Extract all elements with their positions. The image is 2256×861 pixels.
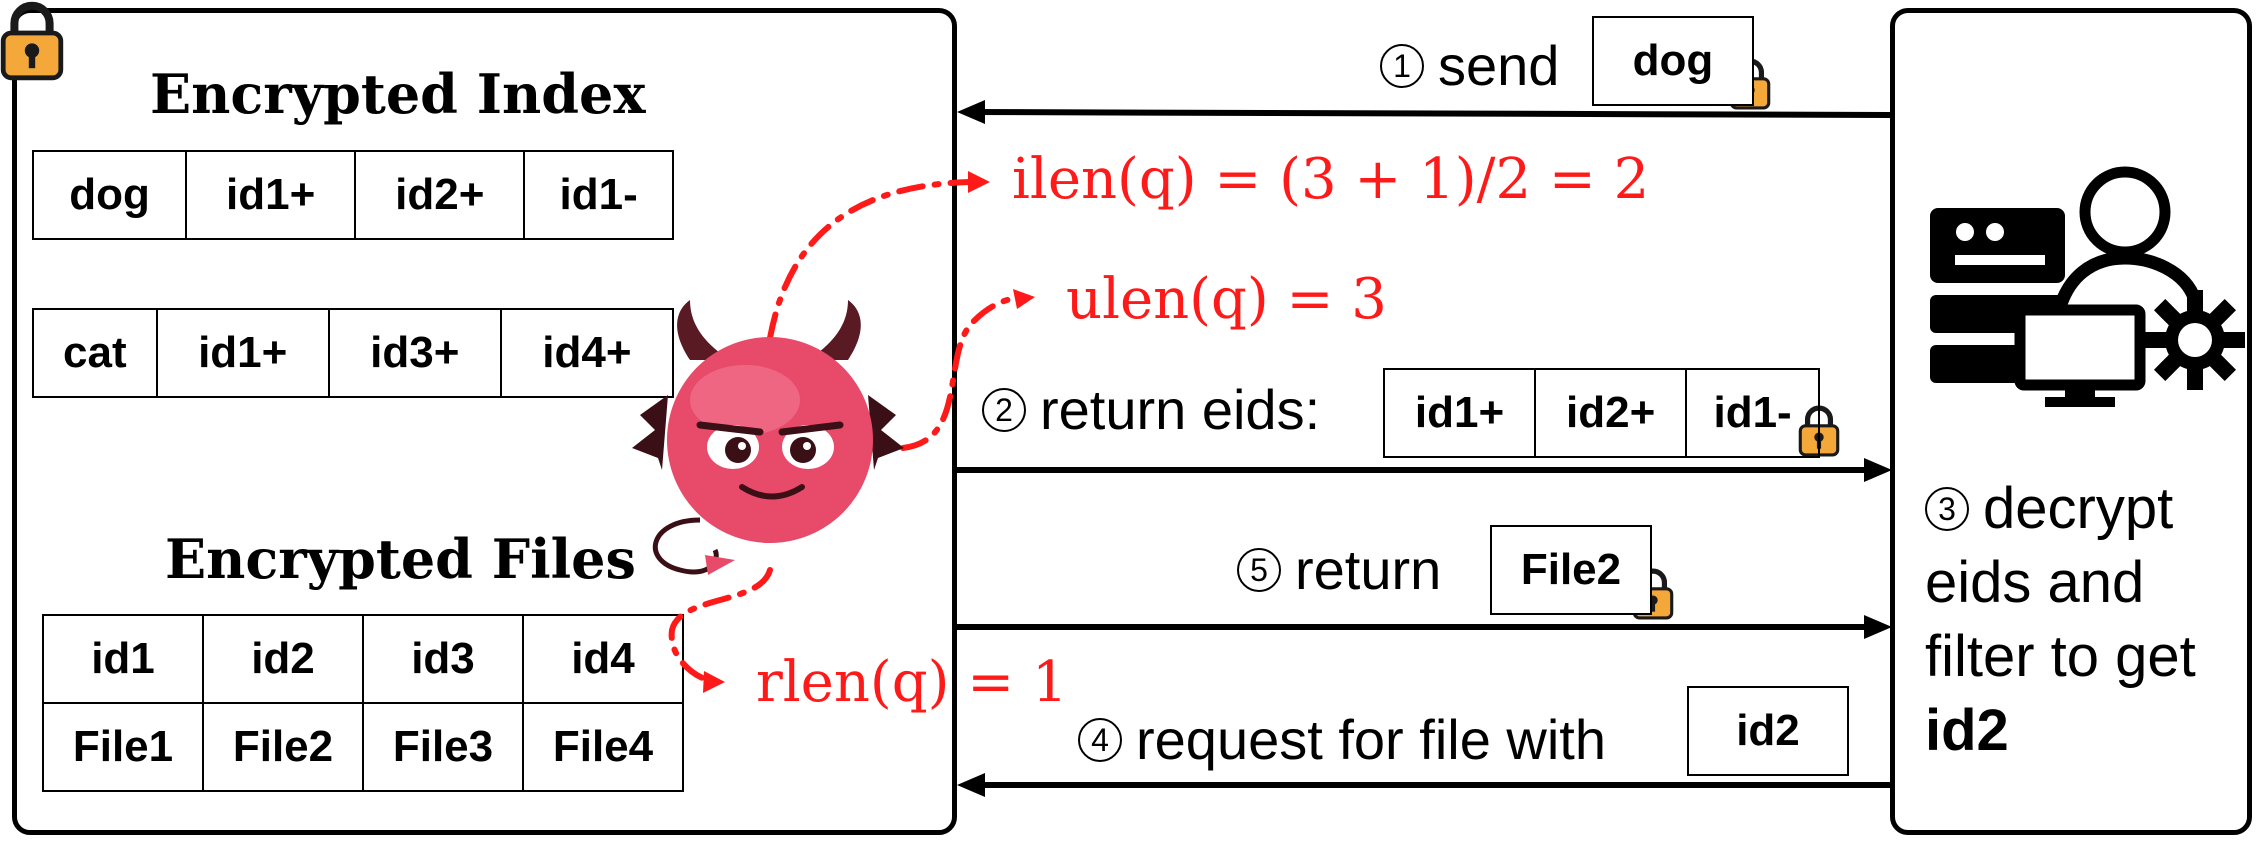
files-cell: id1 <box>42 614 204 704</box>
step-3-badge: 3 <box>1925 486 1969 531</box>
msg-return-file-label: return <box>1295 538 1442 601</box>
files-cell: File2 <box>202 702 364 792</box>
msg-return-eids-label: return eids: <box>1040 378 1321 441</box>
files-cell: File3 <box>362 702 524 792</box>
ulen-curve <box>900 295 1018 451</box>
client-step-text: 3 decrypt eids and filter to get id2 <box>1925 472 2196 768</box>
index-cell: id1+ <box>155 308 330 398</box>
arrow-return-file <box>957 615 1892 639</box>
index-cell: cat <box>32 308 158 398</box>
encrypted-index-title: Encrypted Index <box>150 62 646 126</box>
ilen-label: ilen(q) = (3 + 1)/2 = 2 <box>1012 147 1650 212</box>
index-row-dog: dog id1+ id2+ id1- <box>31 150 674 240</box>
arrow-return-eids <box>957 458 1892 482</box>
client-panel <box>1890 8 2252 835</box>
msg-request-file-label: request for file with <box>1136 708 1606 771</box>
eids-box: id1+ id2+ id1- <box>1382 368 1820 458</box>
index-row-cat: cat id1+ id3+ id4+ <box>32 308 675 398</box>
devil-icon <box>632 300 904 575</box>
arrow-request-file <box>957 773 1890 797</box>
step-5-badge: 5 <box>1237 548 1281 593</box>
index-cell: id1+ <box>185 150 357 240</box>
eid-cell: id2+ <box>1534 368 1688 458</box>
files-cell: id2 <box>202 614 364 704</box>
index-cell: id4+ <box>499 308 675 398</box>
rlen-curve <box>668 567 773 683</box>
files-cell: id3 <box>362 614 524 704</box>
rlen-label: rlen(q) = 1 <box>756 650 1068 715</box>
lock-icon <box>3 6 61 78</box>
arrow-send <box>957 100 1891 124</box>
index-cell: dog <box>31 150 188 240</box>
client-line2: eids and <box>1925 550 2145 615</box>
step-2-badge: 2 <box>982 388 1026 433</box>
eid-cell: id1- <box>1685 368 1820 458</box>
index-cell: id1- <box>523 150 674 240</box>
index-cell: id2+ <box>354 150 526 240</box>
eid-cell: id1+ <box>1382 368 1537 458</box>
client-line1: decrypt <box>1983 476 2174 541</box>
step-4-badge: 4 <box>1078 718 1122 763</box>
files-table: id1 id2 id3 id4 File1 File2 File3 File4 <box>42 614 684 792</box>
client-line3: filter to get <box>1925 624 2196 689</box>
msg-send-label: send <box>1438 34 1560 97</box>
server-user-gear-icon <box>1930 166 2245 407</box>
files-cell: File4 <box>522 702 684 792</box>
files-cell: id4 <box>522 614 684 704</box>
ilen-curve <box>767 179 973 341</box>
step-1-badge: 1 <box>1380 44 1424 89</box>
client-line4: id2 <box>1925 698 2009 763</box>
encrypted-files-title: Encrypted Files <box>165 527 636 591</box>
ulen-label: ulen(q) = 3 <box>1066 267 1387 332</box>
index-cell: id3+ <box>327 308 502 398</box>
files-cell: File1 <box>42 702 204 792</box>
id-box-id2: id2 <box>1687 686 1849 776</box>
file-box-file2: File2 <box>1490 525 1652 615</box>
query-box-dog: dog <box>1592 16 1754 106</box>
